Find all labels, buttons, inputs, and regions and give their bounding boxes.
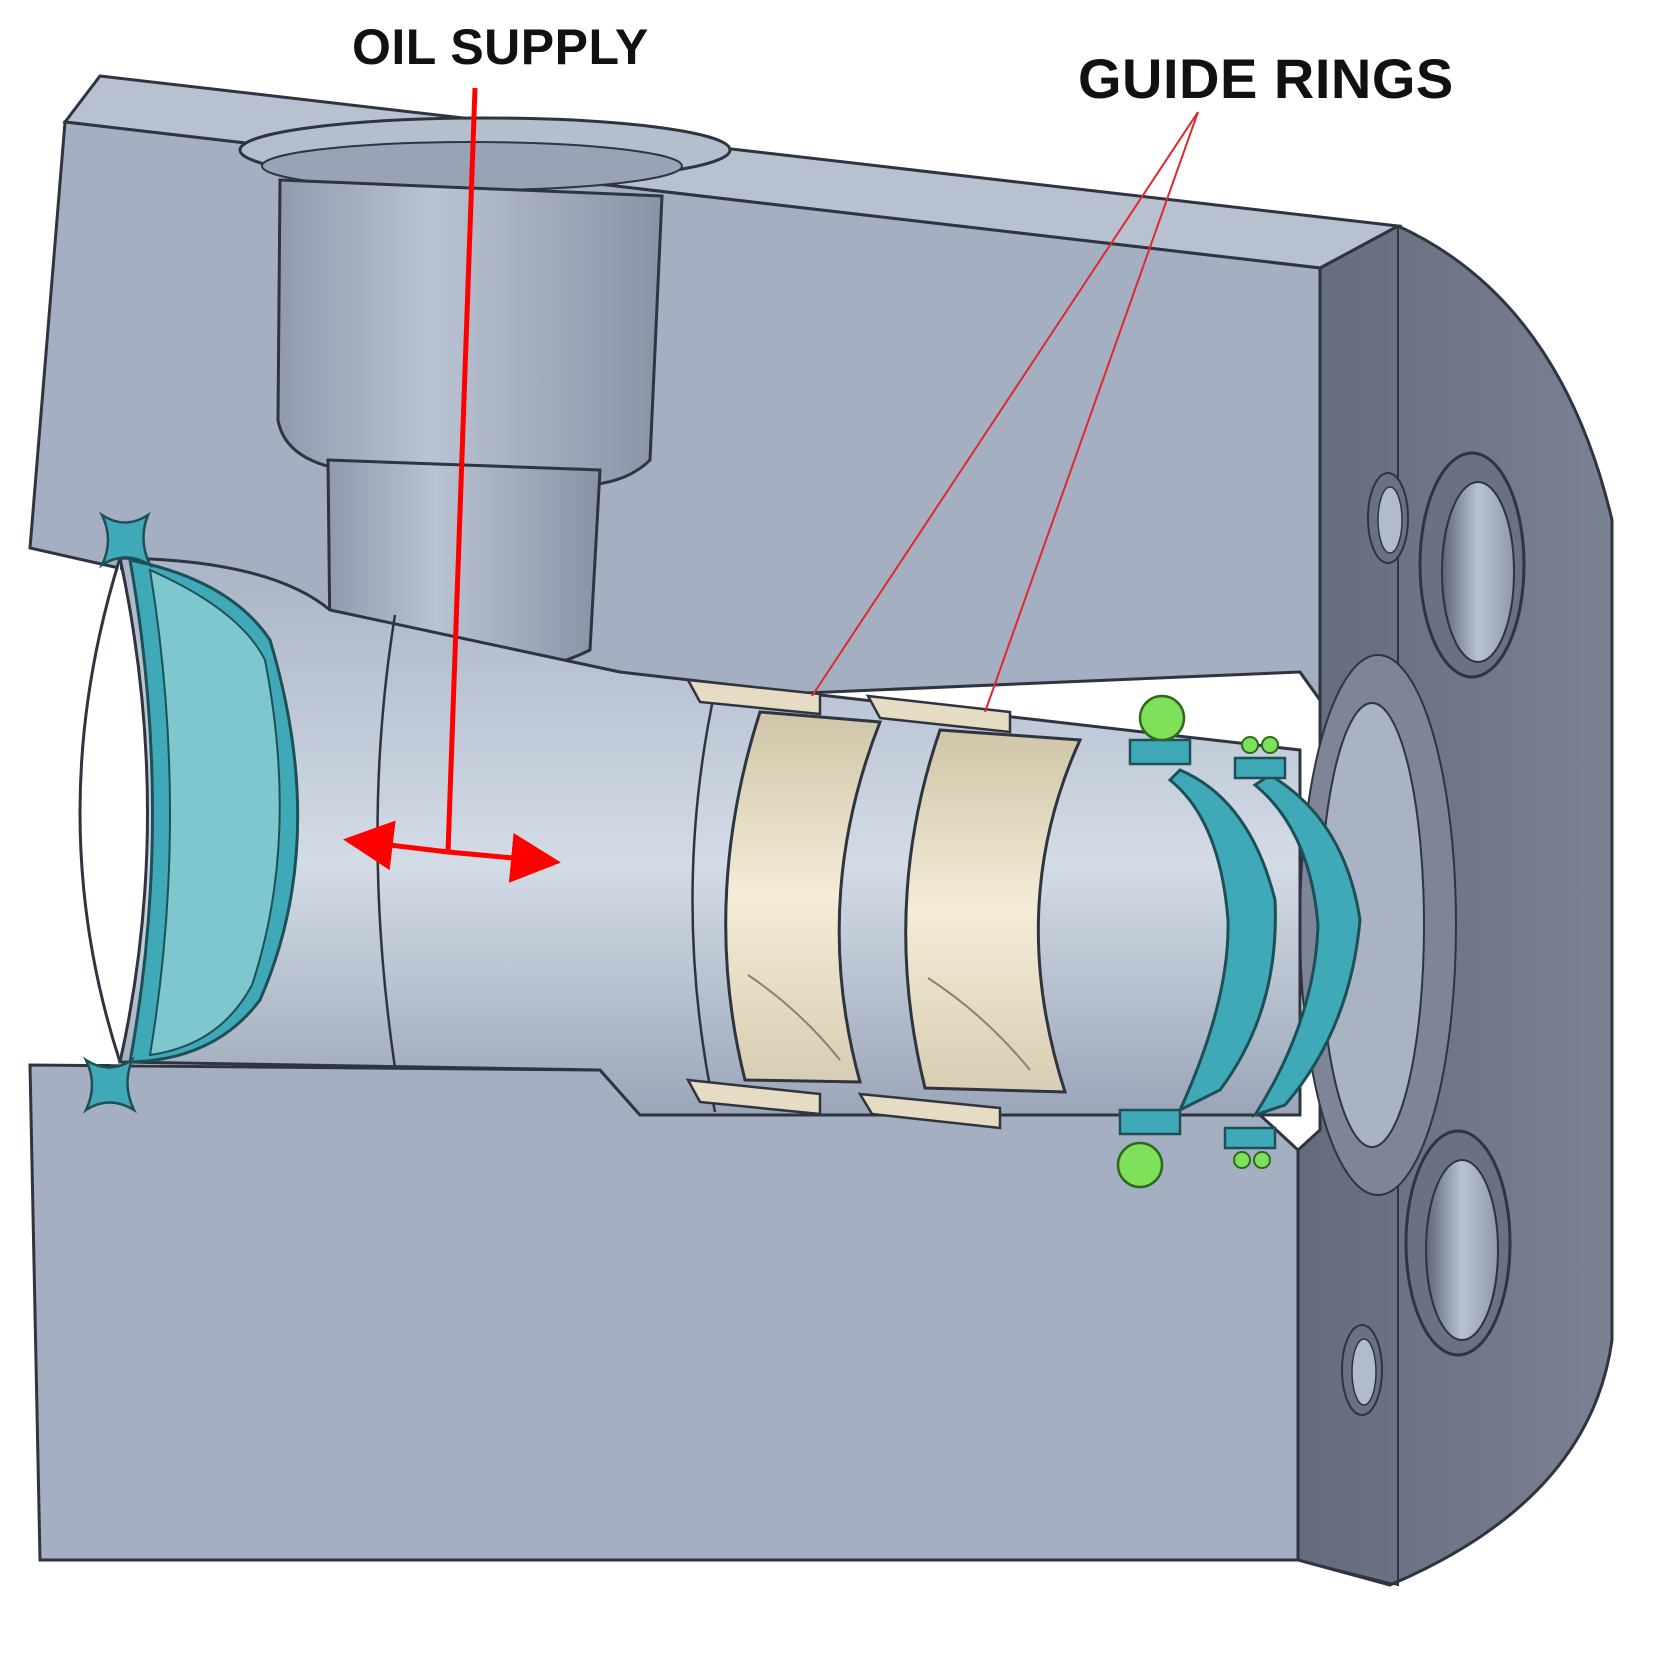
oil-supply-arrow bbox=[343, 87, 561, 883]
guide-ring-leader-1 bbox=[811, 111, 1199, 697]
o-ring bbox=[1116, 694, 1279, 1189]
guide-ring-2 bbox=[857, 694, 1083, 1130]
pin-hole-icon bbox=[1341, 1324, 1383, 1416]
guide-rings-leaders bbox=[811, 111, 1199, 713]
wiper-seal bbox=[82, 511, 300, 1114]
pin-hole-icon bbox=[1367, 472, 1409, 564]
x-ring-seal-icon bbox=[82, 1056, 137, 1114]
oil-supply-label: OIL SUPPLY bbox=[352, 19, 649, 75]
oil-supply-leader-line bbox=[445, 87, 478, 853]
guide-ring-1 bbox=[685, 678, 883, 1116]
bolt-hole-icon bbox=[1418, 451, 1526, 679]
x-ring-seal-icon bbox=[98, 511, 153, 569]
guide-rings-label: GUIDE RINGS bbox=[1078, 47, 1454, 110]
flow-arrow-left-icon bbox=[343, 820, 449, 871]
guide-ring-leader-2 bbox=[984, 111, 1199, 713]
flow-arrow-right-icon bbox=[447, 832, 561, 883]
bolt-hole-icon bbox=[1404, 1129, 1512, 1357]
rod-seal bbox=[1118, 738, 1362, 1150]
flange bbox=[1296, 224, 1614, 1587]
